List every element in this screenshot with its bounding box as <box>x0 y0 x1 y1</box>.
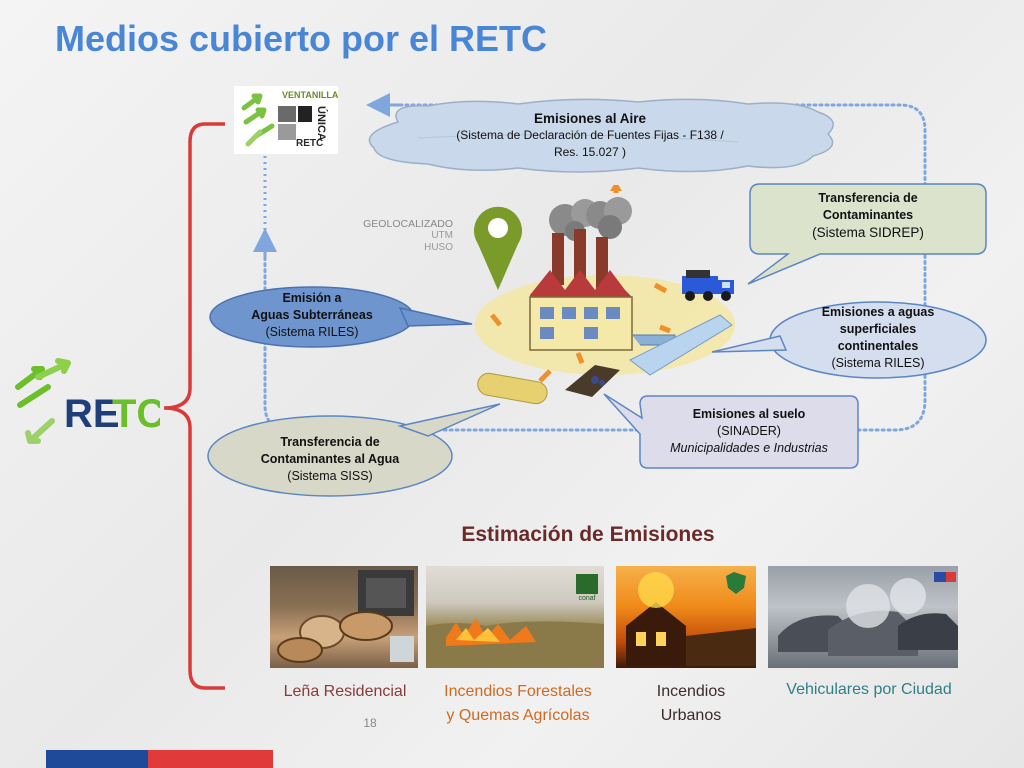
callout-ellipse-superficiales <box>711 301 987 379</box>
geo-line1: GEOLOCALIZADO <box>363 218 453 230</box>
aire-line2: Res. 15.027 ) <box>553 145 627 159</box>
caption-urbanos-line1: Incendios <box>656 683 726 700</box>
suelo-line2: (SINADER) <box>717 424 781 438</box>
agua-line3: (Sistema SISS) <box>287 469 373 483</box>
sidrep-line2: Contaminantes <box>822 208 914 222</box>
photo-incendios-urbanos <box>616 566 756 668</box>
photo-lena-residencial <box>270 566 418 668</box>
photo-vehiculares <box>768 566 958 668</box>
geolocalizado-label: GEOLOCALIZADO UTM HUSO <box>330 218 453 254</box>
flag-bar-blue <box>46 750 148 768</box>
superficiales-line1: Emisiones a aguas <box>821 305 935 319</box>
conaf-label: conaf <box>578 595 595 602</box>
caption-urbanos-line2: Urbanos <box>660 707 722 724</box>
superficiales-line3: continentales <box>837 339 919 353</box>
callout-agua: Transferencia de Contaminantes al Agua (… <box>224 434 436 485</box>
location-pin-icon <box>474 206 522 290</box>
superficiales-line2: superficiales <box>839 322 917 336</box>
geo-line3: HUSO <box>424 242 453 253</box>
caption-lena: Leña Residencial <box>270 680 420 704</box>
caption-vehiculares-line1: Vehiculares por Ciudad <box>786 681 952 698</box>
sidrep-line3: (Sistema SIDREP) <box>812 225 924 240</box>
aire-line1: (Sistema de Declaración de Fuentes Fijas… <box>456 128 724 142</box>
suelo-line1: Emisiones al suelo <box>692 407 806 421</box>
callout-ellipse-subterraneas <box>209 286 473 348</box>
callout-ellipse-agua <box>207 403 501 497</box>
suelo-line3: Municipalidades e Industrias <box>670 441 828 455</box>
caption-incendios-urbanos: Incendios Urbanos <box>626 680 756 728</box>
callout-subterraneas: Emisión a Aguas Subterráneas (Sistema RI… <box>222 290 402 341</box>
estimacion-heading: Estimación de Emisiones <box>461 523 715 546</box>
geo-line2: UTM <box>431 230 453 241</box>
retc-tc-text: TC <box>112 392 160 436</box>
truck-icon <box>682 270 734 301</box>
callout-sidrep: Transferencia de Contaminantes (Sistema … <box>752 190 984 241</box>
caption-vehiculares: Vehiculares por Ciudad <box>764 678 974 702</box>
agua-line2: Contaminantes al Agua <box>260 452 400 466</box>
callout-suelo: Emisiones al suelo (SINADER) Municipalid… <box>644 406 854 457</box>
aire-title: Emisiones al Aire <box>533 111 647 126</box>
callout-box-sidrep <box>747 183 987 285</box>
factory-illustration <box>475 185 735 405</box>
subterraneas-line2: Aguas Subterráneas <box>251 308 373 322</box>
caption-forestales-line1: Incendios Forestales <box>444 683 592 700</box>
subterraneas-line3: (Sistema RILES) <box>265 325 359 339</box>
flag-bar-red <box>148 750 273 768</box>
callout-superficiales: Emisiones a aguas superficiales continen… <box>778 304 978 372</box>
retc-small-text: RETC <box>296 138 323 149</box>
superficiales-line4: (Sistema RILES) <box>831 356 925 370</box>
sidrep-line1: Transferencia de <box>818 191 918 205</box>
agua-line1: Transferencia de <box>280 435 380 449</box>
caption-lena-line1: Leña Residencial <box>283 683 407 700</box>
caption-forestales-line2: y Quemas Agrícolas <box>446 707 590 724</box>
page-title: Medios cubierto por el RETC <box>55 18 548 59</box>
callout-aire: Emisiones al Aire (Sistema de Declaració… <box>400 110 780 161</box>
unica-text: ÚNICA <box>315 106 328 141</box>
red-bracket <box>163 122 225 690</box>
cloud-emisiones-aire <box>368 98 834 173</box>
callout-box-suelo <box>603 393 859 469</box>
page-number: 18 <box>363 716 377 730</box>
retc-re-text: RE <box>64 392 120 436</box>
retc-logo: RE TC <box>15 358 160 444</box>
photo-incendios-forestales: conaf <box>426 566 604 668</box>
ventanilla-text: VENTANILLA <box>282 90 338 100</box>
caption-incendios-forestales: Incendios Forestales y Quemas Agrícolas <box>420 680 616 728</box>
subterraneas-line1: Emisión a <box>282 291 342 305</box>
ventanilla-unica-logo: VENTANILLA ÚNICA RETC <box>234 86 338 154</box>
